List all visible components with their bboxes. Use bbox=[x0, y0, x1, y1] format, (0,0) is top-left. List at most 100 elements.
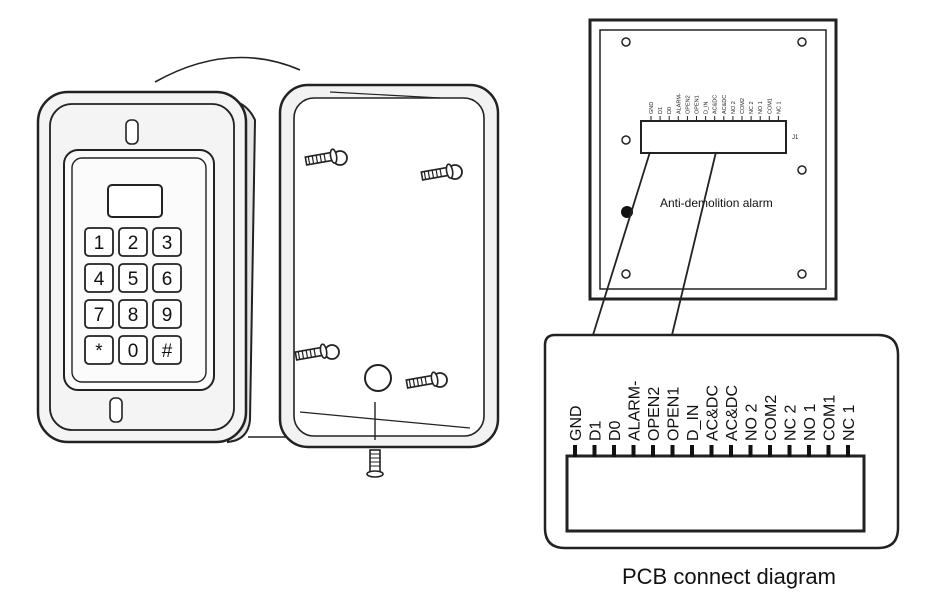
keypad-key-cap bbox=[118, 335, 148, 365]
keypad-key[interactable]: 8 bbox=[118, 299, 148, 329]
pcb-hole bbox=[797, 37, 807, 47]
pcb-hole bbox=[797, 165, 807, 175]
keypad-key-cap bbox=[84, 299, 114, 329]
connector-pin bbox=[826, 445, 831, 457]
connector-pin-label: D1 bbox=[588, 420, 605, 441]
keypad-key-cap bbox=[152, 299, 182, 329]
connector-pin bbox=[592, 445, 597, 457]
pcb-pin-label: ALARM- bbox=[676, 93, 682, 114]
keypad-face-inner bbox=[71, 157, 207, 383]
pcb-pin-label: D0 bbox=[667, 107, 673, 114]
pcb-pin-label: OPEN1 bbox=[695, 95, 701, 114]
keypad-key[interactable]: 3 bbox=[152, 227, 182, 257]
connector-pin bbox=[612, 445, 616, 457]
keypad-inner-frame bbox=[49, 103, 235, 431]
diagram-caption: PCB connect diagram bbox=[622, 564, 836, 589]
pcb-pin-label: D_IN bbox=[704, 101, 710, 114]
connector-pin-label: OPEN1 bbox=[666, 387, 683, 441]
keypad-key[interactable]: 6 bbox=[152, 263, 182, 293]
mounting-screw bbox=[405, 371, 439, 389]
connector-pin-label: NC 2 bbox=[783, 404, 800, 441]
connector-pin-label: ALARM- bbox=[627, 381, 644, 441]
connector-pin-label: NC 1 bbox=[841, 404, 858, 441]
keypad-key-cap bbox=[84, 335, 114, 365]
keypad-key[interactable]: 1 bbox=[84, 227, 114, 257]
keypad-key-cap bbox=[84, 227, 114, 257]
pcb-pin-label: COM1 bbox=[767, 98, 773, 114]
connector-pin bbox=[670, 445, 675, 457]
connector-pin bbox=[768, 445, 772, 457]
connector-pin bbox=[690, 445, 694, 457]
pcb-pin-label: GND bbox=[649, 102, 655, 114]
keypad-key-cap bbox=[152, 335, 182, 365]
pcb-header-connector bbox=[640, 120, 787, 154]
keypad-key-cap bbox=[118, 299, 148, 329]
alarm-label: Anti-demolition alarm bbox=[660, 196, 773, 210]
pcb-hole bbox=[621, 269, 631, 279]
keypad-key[interactable]: 4 bbox=[84, 263, 114, 293]
connector-pin-label: AC&DC bbox=[724, 385, 741, 441]
mounting-screw bbox=[294, 343, 328, 361]
keypad-key[interactable]: # bbox=[152, 335, 182, 365]
card-reader-window bbox=[107, 184, 163, 218]
keypad-key-label: 8 bbox=[128, 305, 139, 326]
pcb-pin-label: COM2 bbox=[740, 98, 746, 114]
connector-pin-label: D_IN bbox=[685, 405, 702, 441]
pcb-pin-label: AC&DC bbox=[722, 95, 728, 114]
keypad-key-label: 5 bbox=[128, 269, 139, 290]
plate-top-edge bbox=[329, 91, 441, 99]
keypad-key[interactable]: 9 bbox=[152, 299, 182, 329]
keypad-key-label: 6 bbox=[162, 269, 173, 290]
keypad-key-label: * bbox=[95, 341, 103, 362]
connector-pin bbox=[807, 445, 811, 457]
top-notch bbox=[125, 119, 139, 145]
connector-pin-label: NO 2 bbox=[744, 404, 761, 441]
connector-pin-label: OPEN2 bbox=[646, 387, 663, 441]
cable-hole bbox=[364, 364, 392, 392]
pcb-hole bbox=[621, 135, 631, 145]
keypad-key[interactable]: 2 bbox=[118, 227, 148, 257]
pcb-inner bbox=[599, 29, 827, 290]
keypad-key[interactable]: 7 bbox=[84, 299, 114, 329]
connection-cable bbox=[154, 56, 301, 83]
connector-pin-label: COM2 bbox=[763, 395, 780, 441]
connector-pin bbox=[709, 445, 714, 457]
connector-pin-label: GND bbox=[568, 405, 585, 441]
keypad-key[interactable]: * bbox=[84, 335, 114, 365]
keypad-key-label: 1 bbox=[94, 233, 105, 254]
connector-pin-label: D0 bbox=[607, 420, 624, 441]
keypad-key-label: 7 bbox=[94, 305, 105, 326]
connector-pin bbox=[729, 445, 733, 457]
connector-block bbox=[565, 454, 866, 533]
connector-pin-label: NO 1 bbox=[802, 404, 819, 441]
keypad-key[interactable]: 0 bbox=[118, 335, 148, 365]
keypad-key-label: # bbox=[162, 341, 173, 362]
connector-pin bbox=[846, 445, 850, 457]
keypad-key-label: 2 bbox=[128, 233, 139, 254]
pcb-pin-label: NC 2 bbox=[749, 101, 755, 114]
keypad-key-label: 9 bbox=[162, 305, 173, 326]
connector-pin bbox=[631, 445, 636, 457]
plate-bottom-edge bbox=[299, 411, 471, 429]
mounting-screw bbox=[304, 148, 338, 166]
pcb-pin-label: NC 1 bbox=[776, 101, 782, 114]
keypad-key-cap bbox=[84, 263, 114, 293]
keypad-key[interactable]: 5 bbox=[118, 263, 148, 293]
keypad-key-cap bbox=[118, 227, 148, 257]
mounting-plate bbox=[278, 83, 500, 478]
pcb-hole bbox=[797, 269, 807, 279]
keypad-key-cap bbox=[152, 227, 182, 257]
plate-inner bbox=[293, 97, 485, 437]
connector-pin bbox=[748, 445, 753, 457]
connector-pin-label: COM1 bbox=[822, 395, 839, 441]
mounting-screw bbox=[420, 163, 454, 181]
connector-pin-label: AC&DC bbox=[705, 385, 722, 441]
callout-line bbox=[592, 151, 651, 336]
connector-pin bbox=[651, 445, 655, 457]
keypad-key-cap bbox=[118, 263, 148, 293]
